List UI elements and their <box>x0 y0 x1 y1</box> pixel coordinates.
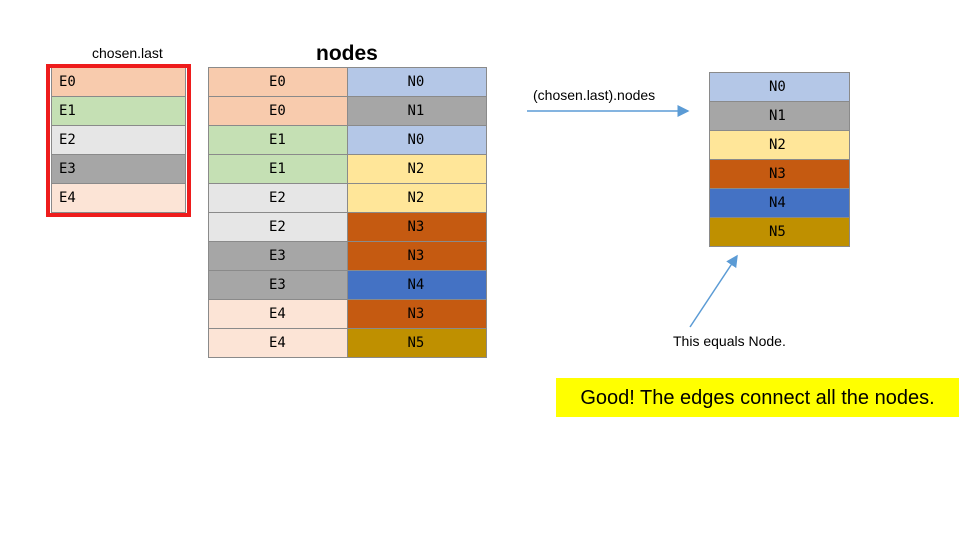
edge-cell: E0 <box>208 96 348 126</box>
edge-cell: E1 <box>208 125 348 155</box>
node-cell: N2 <box>346 154 487 184</box>
edge-cell: E0 <box>51 67 186 97</box>
chosen-row: E0 <box>51 67 186 97</box>
node-cell: N3 <box>709 159 850 189</box>
chosen-last-label: chosen.last <box>92 45 163 61</box>
chosen-row: E4 <box>51 183 186 213</box>
arrow-to-node-list <box>689 254 738 328</box>
node-cell: N3 <box>346 299 487 329</box>
chosen-row: E1 <box>51 96 186 126</box>
chosen-row: E2 <box>51 125 186 155</box>
edge-cell: E1 <box>208 154 348 184</box>
chosen-highlight-frame <box>46 64 191 217</box>
result-row: N0 <box>709 72 850 102</box>
edge-cell: E1 <box>51 96 186 126</box>
node-cell: N5 <box>709 217 850 247</box>
node-cell: N5 <box>346 328 487 358</box>
nodes-label: nodes <box>316 42 378 65</box>
node-cell: N3 <box>346 241 487 271</box>
edge-cell: E2 <box>208 183 348 213</box>
node-cell: N4 <box>709 188 850 218</box>
equals-note: This equals Node. <box>673 333 786 349</box>
node-cell: N1 <box>709 101 850 131</box>
node-cell: N0 <box>709 72 850 102</box>
edge-cell: E2 <box>51 125 186 155</box>
edge-cell: E4 <box>51 183 186 213</box>
edge-cell: E3 <box>51 154 186 184</box>
edge-cell: E3 <box>208 270 348 300</box>
node-cell: N0 <box>346 67 487 97</box>
edge-cell: E4 <box>208 328 348 358</box>
node-cell: N2 <box>346 183 487 213</box>
node-cell: N0 <box>346 125 487 155</box>
result-row: N5 <box>709 217 850 247</box>
result-row: N3 <box>709 159 850 189</box>
edge-cell: E0 <box>208 67 348 97</box>
conclusion-callout: Good! The edges connect all the nodes. <box>556 378 959 417</box>
node-cell: N4 <box>346 270 487 300</box>
result-row: N1 <box>709 101 850 131</box>
result-label: (chosen.last).nodes <box>533 87 656 103</box>
node-cell: N1 <box>346 96 487 126</box>
chosen-row: E3 <box>51 154 186 184</box>
result-row: N4 <box>709 188 850 218</box>
